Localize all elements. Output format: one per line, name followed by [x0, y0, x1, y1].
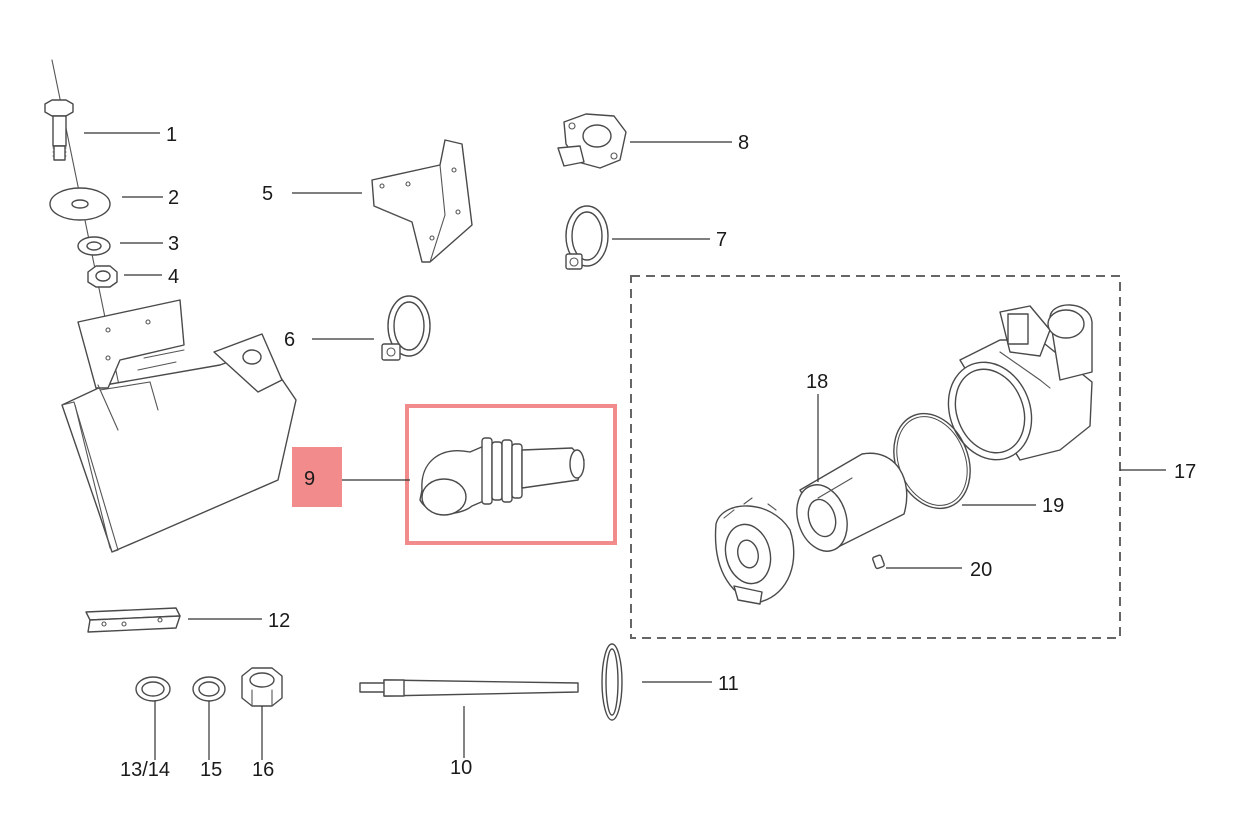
label-9: 9 — [304, 468, 315, 490]
label-15: 15 — [200, 759, 222, 781]
filter-cover-icon[interactable] — [714, 497, 795, 605]
label-16: 16 — [252, 759, 274, 781]
o-ring-icon[interactable] — [934, 350, 1046, 473]
highlight-box-9 — [405, 404, 617, 545]
label-9-badge — [292, 447, 342, 507]
assembly-box-17 — [630, 275, 1121, 639]
label-10: 10 — [450, 757, 472, 779]
hose-clamp-icon[interactable] — [381, 295, 431, 361]
label-20: 20 — [970, 559, 992, 581]
label-6: 6 — [284, 329, 295, 351]
label-7: 7 — [716, 229, 727, 251]
label-13-14: 13/14 — [120, 759, 170, 781]
angle-strip-icon[interactable] — [85, 607, 181, 633]
o-ring-icon[interactable] — [601, 643, 623, 721]
label-4: 4 — [168, 266, 179, 288]
washer-icon[interactable] — [135, 676, 171, 702]
label-2: 2 — [168, 187, 179, 209]
label-8: 8 — [738, 132, 749, 154]
nut-icon[interactable] — [241, 667, 283, 707]
air-intake-housing-icon[interactable] — [61, 299, 297, 553]
label-17: 17 — [1174, 461, 1196, 483]
label-18: 18 — [806, 371, 828, 393]
label-3: 3 — [168, 233, 179, 255]
label-5: 5 — [262, 183, 273, 205]
screw-icon[interactable] — [872, 554, 885, 570]
washer-icon[interactable] — [192, 676, 226, 702]
flange-nozzle-icon[interactable] — [557, 113, 627, 169]
hose-clamp-icon[interactable] — [565, 205, 609, 270]
air-filter-icon[interactable] — [789, 452, 908, 557]
intake-hose-icon[interactable] — [419, 437, 585, 516]
nut-icon[interactable] — [87, 265, 118, 288]
washer-icon[interactable] — [49, 187, 111, 221]
label-11: 11 — [718, 673, 739, 695]
rod-icon[interactable] — [359, 679, 579, 697]
label-1: 1 — [166, 124, 177, 146]
lock-washer-icon[interactable] — [77, 236, 111, 256]
label-19: 19 — [1042, 495, 1064, 517]
label-12: 12 — [268, 610, 290, 632]
bracket-icon[interactable] — [371, 139, 473, 263]
